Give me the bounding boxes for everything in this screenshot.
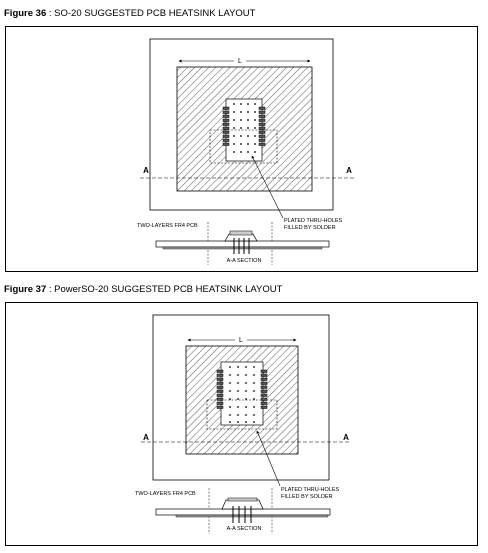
leader-arrow bbox=[251, 155, 284, 219]
pcb-cross-section bbox=[155, 240, 330, 248]
pcb-label: TWO-LAYERS FR4 PCB bbox=[135, 491, 196, 497]
section-marker-left: A bbox=[143, 166, 149, 175]
via-cross-section bbox=[232, 506, 252, 523]
figure-36-caption: Figure 36 : SO-20 SUGGESTED PCB HEATSINK… bbox=[4, 8, 255, 19]
pin-pads-left bbox=[216, 369, 224, 409]
section-marker-right: A bbox=[346, 166, 352, 175]
thru-holes-label-line2: FILLED BY SOLDER bbox=[281, 494, 333, 500]
exposed-pad-outline bbox=[206, 399, 278, 430]
figure-36-frame bbox=[5, 26, 478, 272]
section-label: A-A SECTION bbox=[227, 526, 262, 532]
device-footprint bbox=[220, 361, 264, 426]
figure-37-frame bbox=[5, 302, 478, 546]
figure-36-number: Figure 36 bbox=[4, 8, 47, 19]
board-outline bbox=[152, 314, 330, 481]
thru-holes-label-line1: PLATED THRU-HOLES bbox=[281, 487, 340, 493]
figure-37-caption: Figure 37 : PowerSO-20 SUGGESTED PCB HEA… bbox=[4, 284, 282, 295]
section-marker-left: A bbox=[143, 433, 149, 442]
figure-36-title: : SO-20 SUGGESTED PCB HEATSINK LAYOUT bbox=[46, 8, 256, 19]
exposed-pad-outline bbox=[209, 129, 278, 164]
thru-hole-vias bbox=[233, 103, 256, 153]
section-marker-right: A bbox=[343, 433, 349, 442]
package-cross-section bbox=[221, 499, 264, 510]
thru-hole-vias bbox=[229, 366, 255, 423]
figure-37-drawing: L A A TWO-LAYERS FR4 PCB PLATED THRU-HOL… bbox=[135, 314, 350, 534]
pcb-label: TWO-LAYERS FR4 PCB bbox=[137, 223, 198, 229]
pin-pads-right bbox=[258, 106, 266, 146]
thru-holes-label-line1: PLATED THRU-HOLES bbox=[284, 218, 343, 224]
pin-pads-left bbox=[222, 106, 230, 146]
section-label: A-A SECTION bbox=[227, 258, 262, 264]
pin-pads-right bbox=[260, 369, 268, 409]
dimension-label: L bbox=[239, 337, 243, 344]
figure-37-title: : PowerSO-20 SUGGESTED PCB HEATSINK LAYO… bbox=[46, 284, 283, 295]
board-outline bbox=[149, 38, 334, 211]
dimension-label: L bbox=[238, 58, 242, 65]
thru-holes-label-line2: FILLED BY SOLDER bbox=[284, 225, 336, 231]
leader-arrow bbox=[256, 430, 281, 487]
figure-37-number: Figure 37 bbox=[4, 284, 47, 295]
figure-36-drawing: L A A TWO-LAYERS FR4 PCB PLATED THRU-HOL… bbox=[137, 38, 354, 265]
via-cross-section bbox=[233, 238, 250, 254]
pcb-cross-section bbox=[155, 508, 331, 516]
